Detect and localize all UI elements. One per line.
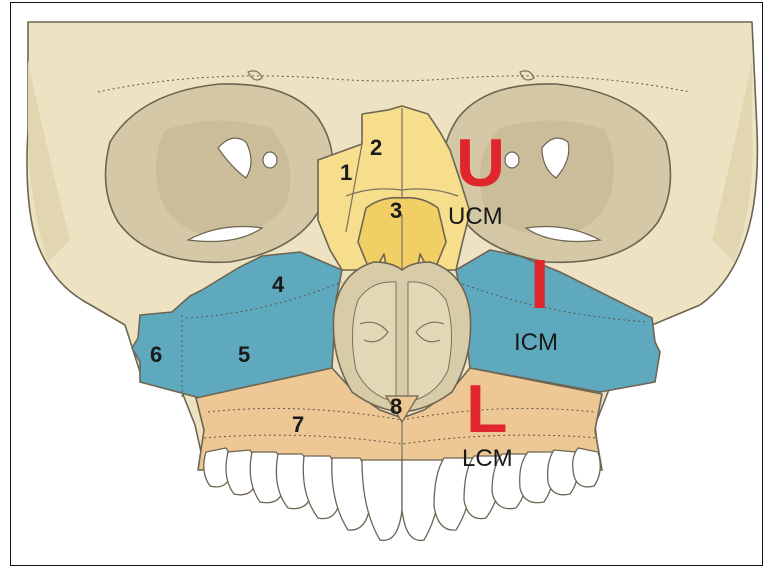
region-number-3: 3	[390, 198, 402, 223]
upper-region-label: UCM	[448, 203, 503, 230]
region-number-1: 1	[340, 160, 352, 185]
upper-teeth	[204, 448, 601, 540]
region-number-7: 7	[292, 412, 304, 437]
region-number-5: 5	[238, 342, 250, 367]
region-number-2: 2	[370, 135, 382, 160]
right-optic-canal	[505, 152, 519, 168]
lower-region-label: LCM	[462, 445, 513, 472]
region-number-8: 8	[390, 394, 402, 419]
intermediate-region-label: ICM	[514, 329, 558, 356]
tooth	[573, 448, 601, 487]
region-number-4: 4	[272, 272, 285, 297]
tooth	[362, 460, 402, 540]
left-optic-canal	[263, 152, 277, 168]
upper-region-letter: U	[456, 125, 505, 201]
lower-region-letter: L	[466, 371, 508, 447]
intermediate-region-letter: I	[530, 245, 549, 323]
left-orbit-recess	[156, 120, 290, 236]
region-number-6: 6	[150, 342, 162, 367]
